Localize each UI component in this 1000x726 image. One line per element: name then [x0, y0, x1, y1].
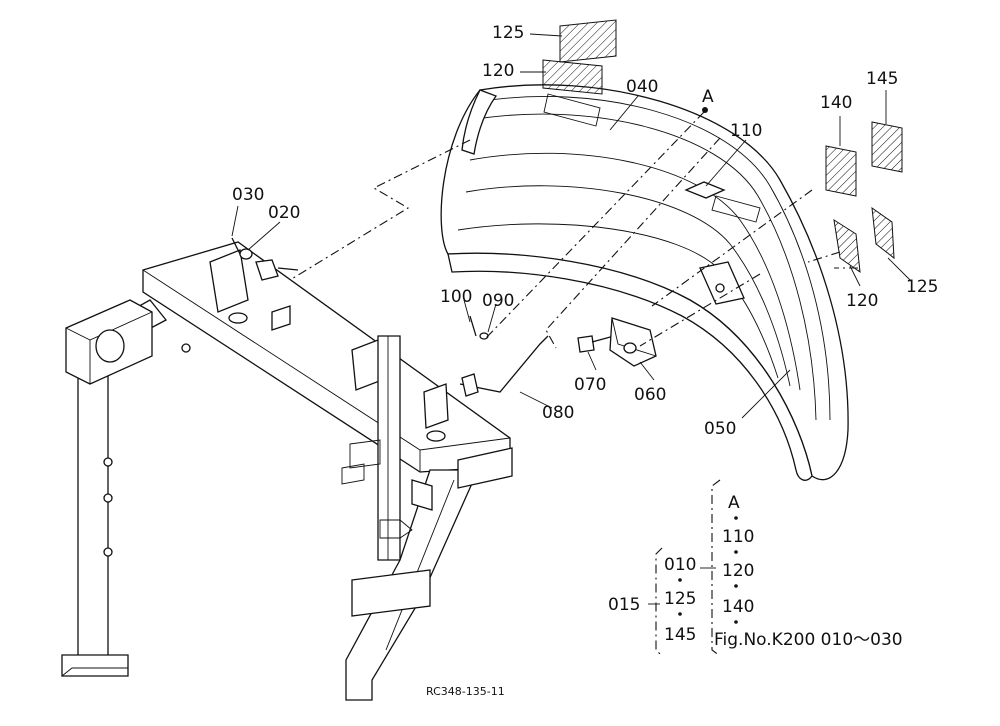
label-140: 140 — [820, 93, 852, 113]
label-125-top: 125 — [492, 23, 524, 43]
label-145: 145 — [866, 69, 898, 89]
leader-lines — [231, 33, 913, 419]
label-100: 100 — [440, 287, 472, 307]
decals — [542, 19, 903, 274]
decal-120-top — [542, 59, 603, 95]
label-110: 110 — [730, 121, 762, 141]
label-080: 080 — [542, 403, 574, 423]
legend-left-item-1: 010 — [664, 555, 696, 575]
label-020: 020 — [268, 203, 300, 223]
decal-145 — [871, 121, 903, 173]
decal-120-side — [833, 218, 861, 274]
hinge-bracket-parts — [231, 237, 657, 397]
label-030: 030 — [232, 185, 264, 205]
label-125-side: 125 — [906, 277, 938, 297]
legend-left-item-2: 125 — [664, 589, 696, 609]
legend-left-group-label: 015 — [608, 595, 640, 615]
decal-140 — [825, 145, 857, 197]
label-120-top: 120 — [482, 61, 514, 81]
label-040: 040 — [626, 77, 658, 97]
drawing-code: RC348-135-11 — [426, 685, 505, 698]
legend-left-item-3: 145 — [664, 625, 696, 645]
label-120-side: 120 — [846, 291, 878, 311]
legend-right-item-4: 140 — [722, 597, 754, 617]
label-ref-a: A — [702, 87, 714, 107]
decal-125-side — [871, 206, 895, 260]
legend-right-item-2: 110 — [722, 527, 754, 547]
decal-125-top — [559, 19, 617, 63]
legend-brackets — [648, 479, 738, 657]
label-050: 050 — [704, 419, 736, 439]
assembly-centerlines — [289, 111, 858, 349]
figure-reference-note: Fig.No.K200 010～030 — [714, 630, 903, 650]
rollbar-frame — [61, 241, 513, 701]
canopy-roof — [440, 84, 849, 481]
label-060: 060 — [634, 385, 666, 405]
label-090: 090 — [482, 291, 514, 311]
legend-right-item-3: 120 — [722, 561, 754, 581]
legend-right-item-1: A — [728, 493, 740, 513]
assembly-legend: A 110 120 140 010 125 145 015 Fig.No.K20… — [608, 493, 903, 650]
part-number-labels: 125 120 040 A 110 140 145 030 020 100 09… — [232, 23, 938, 439]
label-070: 070 — [574, 375, 606, 395]
